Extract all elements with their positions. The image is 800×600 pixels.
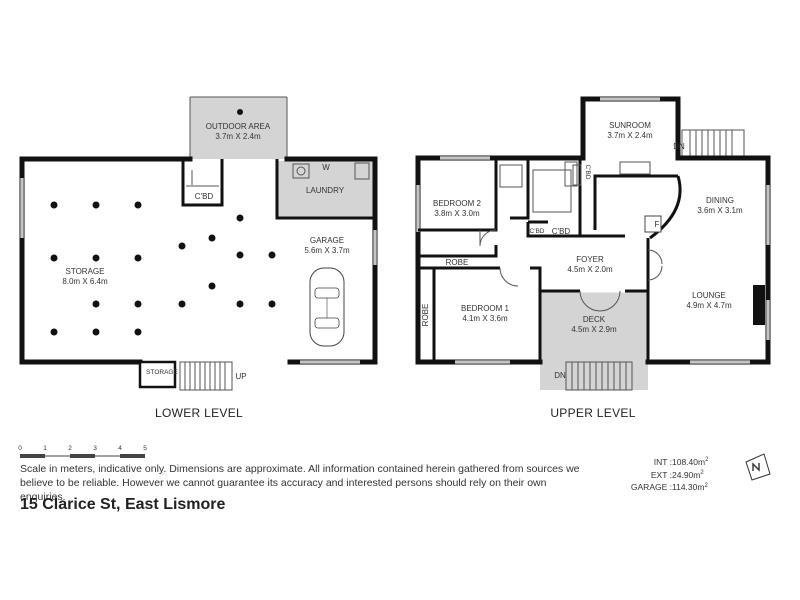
area-int-row: INT :108.40m2 — [631, 455, 730, 468]
dining-dims: 3.6m X 3.1m — [697, 206, 743, 215]
cupboard-mid-label: C'BD — [552, 227, 571, 236]
scale-tick-label: 4 — [118, 445, 122, 452]
bedroom2-dims: 3.8m X 3.0m — [434, 209, 480, 218]
bedroom2-label: BEDROOM 2 — [433, 199, 482, 208]
fridge-label: F — [655, 220, 660, 229]
robe-top-label: ROBE — [446, 258, 469, 267]
property-address: 15 Clarice St, East Lismore — [20, 496, 226, 513]
cupboard-label: C'BD — [195, 192, 214, 201]
stairs-down-top-label: DN — [673, 142, 685, 151]
upper-level-plan: SUNROOM 3.7m X 2.4m DN BEDROOM 2 3.8m X … — [415, 96, 771, 420]
deck-stairs-down-label: DN — [554, 371, 566, 380]
garage-label: GARAGE — [310, 236, 344, 245]
lounge-dims: 4.9m X 4.7m — [686, 301, 732, 310]
area-garage-row: GARAGE :114.30m2 — [631, 481, 730, 494]
lower-level-label: LOWER LEVEL — [155, 406, 243, 420]
garage-dims: 5.6m X 3.7m — [304, 246, 350, 255]
north-compass-icon — [745, 453, 771, 481]
area-garage-label: GARAGE : — [630, 482, 672, 493]
cupboard-vertical-label: C'BD — [584, 165, 591, 180]
scale-tick-label: 5 — [143, 445, 147, 452]
scale-tick-label: 0 — [18, 445, 22, 452]
stairs-up-label: UP — [235, 372, 246, 381]
area-int-value: 108.40m — [672, 456, 706, 467]
washer-label: W — [322, 163, 330, 172]
outdoor-area-floor — [190, 97, 287, 159]
deck-dims: 4.5m X 2.9m — [571, 325, 617, 334]
area-summary: INT :108.40m2 EXT :24.90m2 GARAGE :114.3… — [631, 455, 730, 493]
laundry-label: LAUNDRY — [306, 186, 345, 195]
cupboard-small-label: C'BD — [530, 228, 545, 235]
scale-tick-label: 3 — [93, 445, 97, 452]
bedroom1-dims: 4.1m X 3.6m — [462, 314, 508, 323]
area-int-label: INT : — [653, 456, 672, 467]
area-ext-row: EXT :24.90m2 — [631, 468, 730, 481]
lower-level-plan: OUTDOOR AREA 3.7m X 2.4m C'BD W LAUNDRY … — [19, 96, 378, 420]
foyer-label: FOYER — [576, 255, 604, 264]
area-int-unit-sup: 2 — [705, 457, 709, 463]
scale-tick-label: 1 — [43, 445, 47, 452]
area-garage-unit-sup: 2 — [704, 482, 708, 489]
dining-label: DINING — [706, 196, 734, 205]
small-storage-label: STORAGE — [146, 369, 178, 376]
bedroom1-label: BEDROOM 1 — [461, 304, 510, 313]
support-posts — [50, 201, 276, 336]
scale-tick-label: 2 — [68, 445, 72, 452]
upper-level-label: UPPER LEVEL — [550, 406, 635, 420]
foyer-dims: 4.5m X 2.0m — [567, 265, 613, 274]
deck-label: DECK — [583, 315, 606, 324]
storage-dims: 8.0m X 6.4m — [62, 277, 108, 286]
deck-floor — [540, 291, 648, 390]
scale-bar: 0 1 2 3 4 5 — [18, 445, 147, 458]
outdoor-area-dims: 3.7m X 2.4m — [215, 132, 261, 141]
sunroom-label: SUNROOM — [609, 121, 651, 130]
sunroom-dims: 3.7m X 2.4m — [607, 131, 653, 140]
area-ext-unit-sup: 2 — [700, 469, 704, 476]
disclaimer-text: Scale in meters, indicative only. Dimens… — [20, 463, 580, 503]
area-ext-label: EXT : — [650, 469, 672, 480]
storage-label: STORAGE — [66, 267, 105, 276]
outdoor-area-label: OUTDOOR AREA — [206, 122, 271, 131]
area-garage-value: 114.30m — [672, 482, 705, 493]
area-ext-value: 24.90m — [672, 469, 701, 480]
robe-side-label: ROBE — [421, 304, 430, 327]
car-icon — [309, 267, 345, 347]
lounge-label: LOUNGE — [692, 291, 726, 300]
